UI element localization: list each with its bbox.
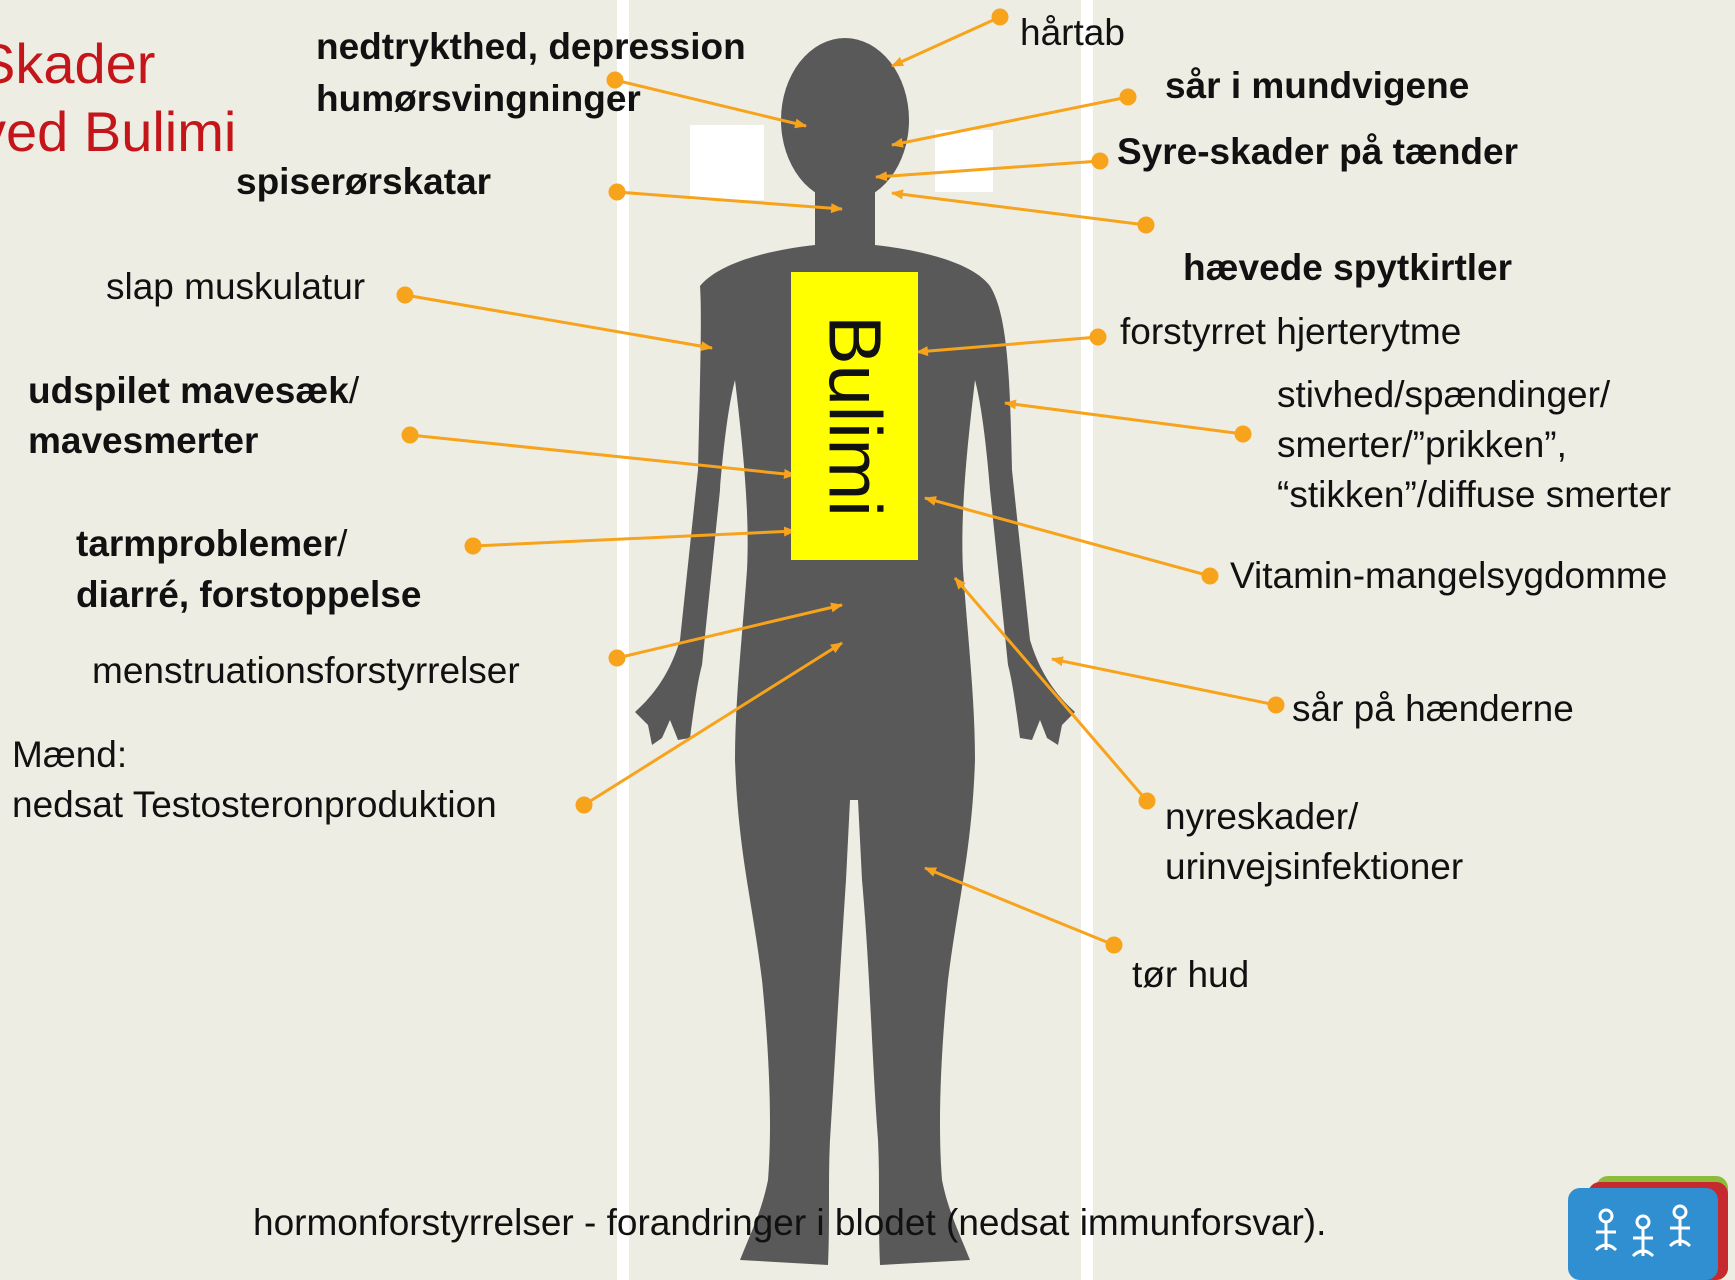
arrow-muskulatur (398, 288, 712, 348)
bg-square-left (690, 125, 764, 200)
label-syre-skader: Syre-skader på tænder (1117, 127, 1518, 177)
label-tor-hud: tør hud (1132, 950, 1249, 1000)
label-mavesaek: udspilet mavesæk/ (28, 366, 359, 416)
label-spiserorskatar: spiserørskatar (236, 157, 491, 207)
arrow-hartab (892, 10, 1007, 66)
title-line2: ved Bulimi (0, 100, 236, 163)
label-diarre: diarré, forstoppelse (76, 570, 421, 620)
label-spytkirtler: hævede spytkirtler (1183, 243, 1512, 293)
label-menstruation: menstruationsforstyrrelser (92, 646, 520, 696)
label-nedtrykthed: nedtrykthed, depression (316, 22, 746, 72)
arrow-mundvige (892, 90, 1135, 145)
title-line1: Skader (0, 32, 155, 95)
arrow-spyt (892, 193, 1153, 232)
label-mundvige: sår i mundvigene (1165, 61, 1469, 111)
label-muskulatur: slap muskulatur (106, 262, 365, 312)
label-hjerterytme: forstyrret hjerterytme (1120, 307, 1461, 357)
label-nyreskader: nyreskader/ urinvejsinfektioner (1165, 792, 1463, 892)
label-mavesaek-bold: udspilet mavesæk (28, 370, 349, 411)
arrow-tarm (466, 531, 795, 553)
slide-title: Skaderved Bulimi (0, 30, 236, 166)
label-tarmproblemer: tarmproblemer/ (76, 519, 347, 569)
label-mavesmerter: mavesmerter (28, 416, 258, 466)
label-humorsvingninger: humørsvingninger (316, 74, 641, 124)
banner-text: Bulimi (812, 315, 897, 516)
human-silhouette (635, 38, 1075, 1265)
label-maend: Mænd: nedsat Testosteronproduktion (12, 730, 497, 830)
arrow-mave (403, 428, 795, 475)
label-haender: sår på hænderne (1292, 684, 1574, 734)
arrow-vitamin (925, 498, 1217, 583)
people-tree-logo-icon (1568, 1176, 1728, 1280)
label-mavesaek-slash: / (349, 370, 359, 411)
label-vitamin: Vitamin-mangelsygdomme (1230, 551, 1667, 601)
arrow-stivhed (1005, 403, 1250, 441)
label-tarm-bold: tarmproblemer (76, 523, 337, 564)
label-hartab: hårtab (1020, 8, 1125, 58)
bg-column-right (1081, 0, 1093, 1280)
bg-square-right (935, 130, 993, 192)
arrow-nyre (955, 578, 1154, 808)
bulimi-banner: Bulimi (791, 272, 918, 560)
label-stivhed: stivhed/spændinger/ smerter/”prikken”, “… (1277, 370, 1671, 520)
label-hormon: hormonforstyrrelser - forandringer i blo… (253, 1198, 1326, 1248)
label-tarm-slash: / (337, 523, 347, 564)
